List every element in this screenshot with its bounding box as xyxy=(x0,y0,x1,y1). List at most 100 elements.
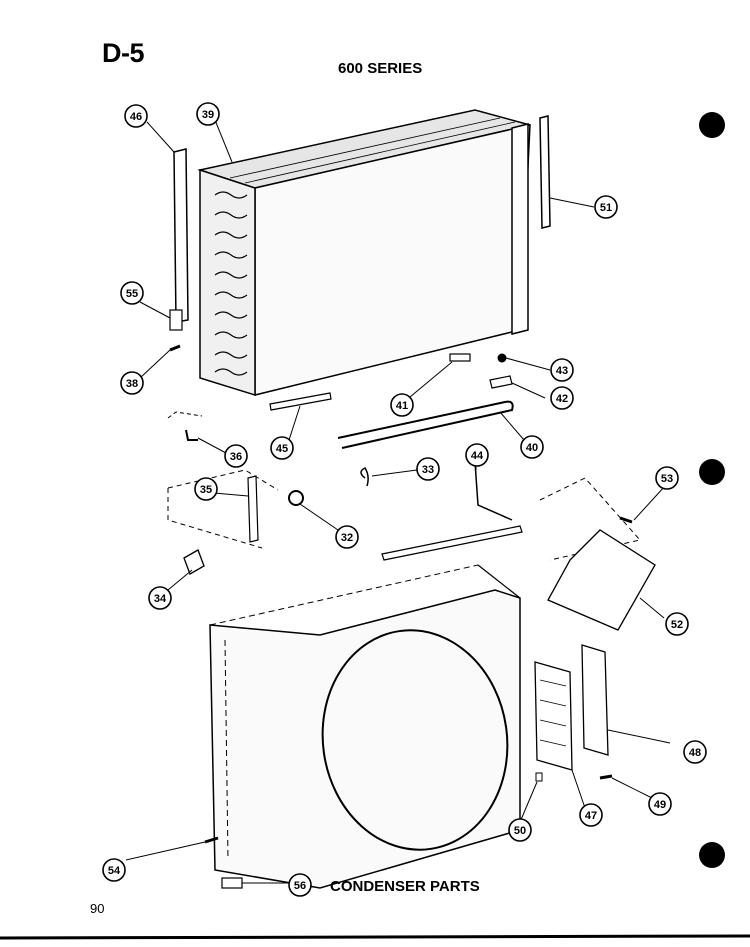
condenser-coil xyxy=(197,109,531,397)
callout-label: 42 xyxy=(556,393,568,405)
callout-39: 39 xyxy=(196,102,220,126)
callout-label: 45 xyxy=(276,443,288,455)
callout-32: 32 xyxy=(335,525,359,549)
part-36-guide xyxy=(167,411,203,419)
part-55 xyxy=(169,309,183,331)
page-number: 90 xyxy=(90,901,105,916)
callout-46: 46 xyxy=(124,104,148,128)
part-48-panel xyxy=(581,644,609,756)
part-34 xyxy=(183,549,205,575)
callout-44: 44 xyxy=(465,443,489,467)
callout-38: 38 xyxy=(120,371,144,395)
callout-label: 41 xyxy=(396,400,408,412)
callout-layer: 46 39 51 55 38 43 41 42 45 36 40 33 44 35 32 53 34 52 48 47… xyxy=(102,102,707,897)
callout-label: 48 xyxy=(689,747,701,759)
callout-33: 33 xyxy=(416,457,440,481)
binder-hole-top xyxy=(699,112,725,138)
callout-circle xyxy=(579,803,603,827)
callout-label: 52 xyxy=(671,619,683,631)
diagram-caption: CONDENSER PARTS xyxy=(330,878,480,895)
callout-circle xyxy=(196,102,220,126)
callout-56: 56 xyxy=(288,873,312,897)
callout-circle xyxy=(124,104,148,128)
part-46-bracket xyxy=(173,148,189,323)
callout-label: 56 xyxy=(294,880,306,892)
callout-42: 42 xyxy=(550,386,574,410)
callout-circle xyxy=(120,371,144,395)
callout-circle xyxy=(224,444,248,468)
callout-49: 49 xyxy=(648,792,672,816)
callout-43: 43 xyxy=(550,358,574,382)
part-40-tube xyxy=(337,400,514,449)
leader-lines xyxy=(125,119,671,884)
part-53-screw xyxy=(619,516,633,524)
page-code: D-5 xyxy=(102,38,145,68)
callout-circle xyxy=(120,281,144,305)
callout-51: 51 xyxy=(594,195,618,219)
callout-circle xyxy=(550,386,574,410)
callout-label: 33 xyxy=(422,464,434,476)
part-52-panel xyxy=(547,529,656,631)
part-56 xyxy=(221,877,243,889)
callout-circle xyxy=(148,586,172,610)
callout-label: 39 xyxy=(202,109,214,121)
callout-50: 50 xyxy=(508,818,532,842)
callout-label: 38 xyxy=(126,378,138,390)
callout-48: 48 xyxy=(683,740,707,764)
callout-label: 51 xyxy=(600,202,612,214)
callout-circle xyxy=(270,436,294,460)
part-52-guide xyxy=(539,477,641,561)
callout-52: 52 xyxy=(665,612,689,636)
callout-circle xyxy=(665,612,689,636)
callout-36: 36 xyxy=(224,444,248,468)
callout-circle xyxy=(550,358,574,382)
callout-label: 43 xyxy=(556,365,568,377)
callout-47: 47 xyxy=(579,803,603,827)
part-38-screw xyxy=(169,344,181,352)
part-44 xyxy=(474,461,513,521)
part-54-screw xyxy=(204,836,219,844)
part-51-strip xyxy=(539,115,551,229)
callout-label: 40 xyxy=(526,442,538,454)
part-33-clip xyxy=(360,467,369,487)
callout-circle xyxy=(594,195,618,219)
part-47-grille xyxy=(534,661,573,771)
callout-54: 54 xyxy=(102,858,126,882)
callout-circle xyxy=(288,873,312,897)
callout-circle xyxy=(648,792,672,816)
part-45 xyxy=(269,392,332,411)
part-41 xyxy=(449,353,471,362)
callout-circle xyxy=(194,477,218,501)
callout-label: 55 xyxy=(126,288,138,300)
callout-55: 55 xyxy=(120,281,144,305)
callout-40: 40 xyxy=(520,435,544,459)
callout-41: 41 xyxy=(390,393,414,417)
callout-label: 32 xyxy=(341,532,353,544)
binder-hole-bottom xyxy=(699,842,725,868)
callout-label: 44 xyxy=(471,450,484,462)
callout-label: 46 xyxy=(130,111,142,123)
callout-label: 49 xyxy=(654,799,666,811)
callout-circle xyxy=(335,525,359,549)
callout-circle xyxy=(416,457,440,481)
callout-circle xyxy=(655,466,679,490)
part-36 xyxy=(185,429,198,441)
parts-35-32-guide xyxy=(167,469,279,549)
callout-label: 35 xyxy=(200,484,212,496)
callout-label: 34 xyxy=(154,593,167,605)
callout-circle xyxy=(390,393,414,417)
callout-34: 34 xyxy=(148,586,172,610)
callout-label: 36 xyxy=(230,451,242,463)
callout-circle xyxy=(520,435,544,459)
callout-label: 54 xyxy=(108,865,121,877)
callout-label: 53 xyxy=(661,473,673,485)
callout-circle xyxy=(683,740,707,764)
part-35 xyxy=(247,475,259,543)
callout-35: 35 xyxy=(194,477,218,501)
callout-53: 53 xyxy=(655,466,679,490)
part-42 xyxy=(489,375,513,389)
callout-label: 47 xyxy=(585,810,597,822)
part-32 xyxy=(288,490,304,506)
